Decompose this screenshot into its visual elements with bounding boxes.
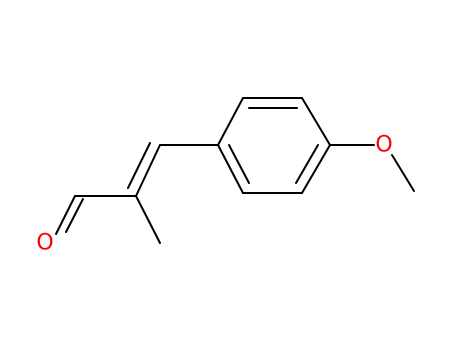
ring-double-bond-3 [228,144,250,184]
ring-bond-3 [301,97,331,146]
methyl-bond [135,195,161,244]
aldehyde-co-bond-inner [65,198,84,233]
methoxy-methyl-bond [391,154,415,192]
alkene-bond-inner [127,142,151,189]
ring-double-bond-2 [295,144,319,184]
alkene-bond-outer [135,144,161,197]
ring-bond-1 [217,97,244,146]
ring-bond-4 [301,144,331,194]
ring-bond-6 [217,144,244,194]
aldehyde-oxygen-label: O [36,231,53,256]
ether-oxygen-label: O [375,133,392,158]
aldehyde-co-bond-outer [55,195,76,235]
